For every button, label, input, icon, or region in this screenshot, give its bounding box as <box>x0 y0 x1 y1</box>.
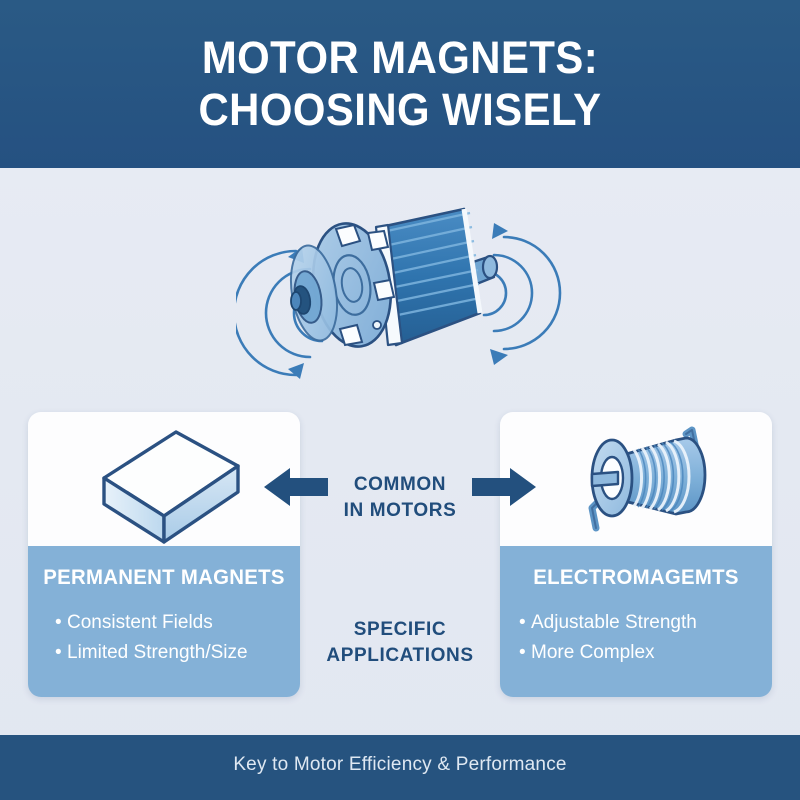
bar-magnet-icon <box>28 412 300 546</box>
page-title: MOTOR MAGNETS: CHOOSING WISELY <box>28 32 772 136</box>
coil-electromagnet-icon <box>500 412 772 546</box>
page-title-line-1: MOTOR MAGNETS: <box>201 32 599 83</box>
bullet-dot-icon: • <box>519 642 526 663</box>
specific-line-1: SPECIFIC <box>353 619 447 640</box>
bullet-text: Consistent Fields <box>67 612 213 633</box>
motor-rotor-illustration <box>232 185 566 395</box>
field-arrow-left-bottom <box>288 363 304 379</box>
bullet-list-electromagnets: •Adjustable Strength •More Complex <box>500 608 772 668</box>
specific-line-2: APPLICATIONS <box>326 645 474 666</box>
header-band: MOTOR MAGNETS: CHOOSING WISELY <box>0 0 800 168</box>
bullet-dot-icon: • <box>519 612 526 633</box>
arrow-right-icon <box>472 466 538 508</box>
common-line-2: IN MOTORS <box>343 500 457 521</box>
center-label-specific-applications: SPECIFIC APPLICATIONS <box>300 617 500 669</box>
footer-band: Key to Motor Efficiency & Performance <box>0 735 800 800</box>
bullet-dot-icon: • <box>55 612 62 633</box>
list-item: •Adjustable Strength <box>500 608 772 638</box>
card-heading-permanent-magnets: PERMANENT MAGNETS <box>43 566 285 589</box>
card-heading-electromagnets: ELECTROMAGEMTS <box>533 566 739 589</box>
bullet-text: Adjustable Strength <box>531 612 697 633</box>
motor-fan-cone <box>290 244 338 342</box>
field-arc-right-group <box>482 235 562 351</box>
field-arrow-right-top <box>492 223 508 239</box>
list-item: •More Complex <box>500 638 772 668</box>
motor-rotor-icon <box>232 207 562 379</box>
center-label-common-in-motors: COMMON IN MOTORS <box>300 472 500 524</box>
card-body-electromagnets: ELECTROMAGEMTS •Adjustable Strength •Mor… <box>500 546 772 697</box>
card-visual-permanent-magnets <box>28 412 300 546</box>
card-permanent-magnets[interactable]: PERMANENT MAGNETS •Consistent Fields •Li… <box>28 412 300 697</box>
card-body-permanent-magnets: PERMANENT MAGNETS •Consistent Fields •Li… <box>28 546 300 697</box>
bullet-text: Limited Strength/Size <box>67 642 248 663</box>
arrow-left-icon <box>262 466 328 508</box>
card-electromagnets[interactable]: ELECTROMAGEMTS •Adjustable Strength •Mor… <box>500 412 772 697</box>
common-line-1: COMMON <box>353 474 447 495</box>
footer-tagline: Key to Motor Efficiency & Performance <box>233 754 567 775</box>
bullet-list-permanent-magnets: •Consistent Fields •Limited Strength/Siz… <box>28 608 300 668</box>
page-title-line-2: CHOOSING WISELY <box>198 84 602 135</box>
card-visual-electromagnets <box>500 412 772 546</box>
bullet-text: More Complex <box>531 642 655 663</box>
field-arrow-right-bottom <box>490 349 508 365</box>
list-item: •Limited Strength/Size <box>28 638 300 668</box>
bullet-dot-icon: • <box>55 642 62 663</box>
list-item: •Consistent Fields <box>28 608 300 638</box>
